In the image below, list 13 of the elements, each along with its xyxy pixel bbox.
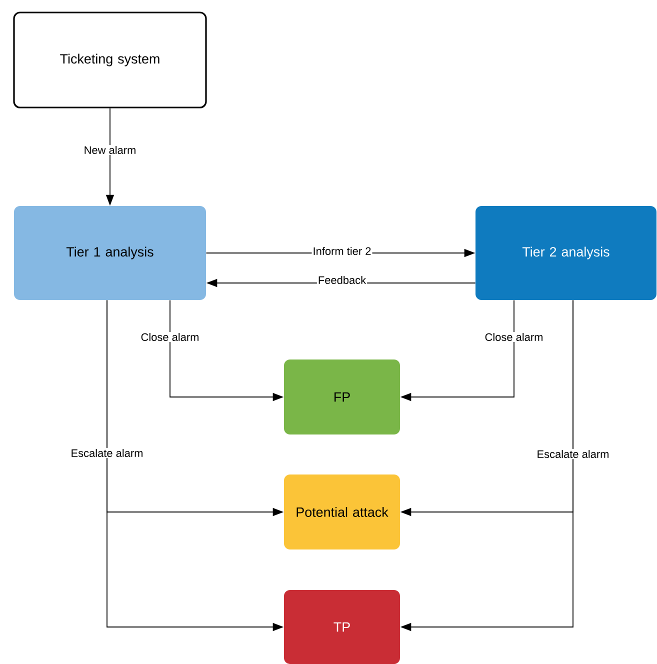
edge-label: Escalate alarm	[70, 448, 144, 458]
edge-label: New alarm	[82, 144, 138, 156]
process-box: Tier 2 analysis	[476, 206, 656, 300]
process-box: FP	[284, 360, 400, 434]
edge-label: Feedback	[316, 274, 368, 286]
edge-label: Close alarm	[140, 332, 200, 342]
process-box: Ticketing system	[13, 12, 207, 108]
process-box: Tier 1 analysis	[14, 206, 206, 300]
process-box: Potential attack	[284, 474, 400, 550]
edge-label: Escalate alarm	[536, 448, 610, 460]
edge-label: Inform tier 2	[312, 246, 372, 256]
edge-label: Close alarm	[484, 332, 544, 342]
process-box: TP	[284, 590, 400, 664]
